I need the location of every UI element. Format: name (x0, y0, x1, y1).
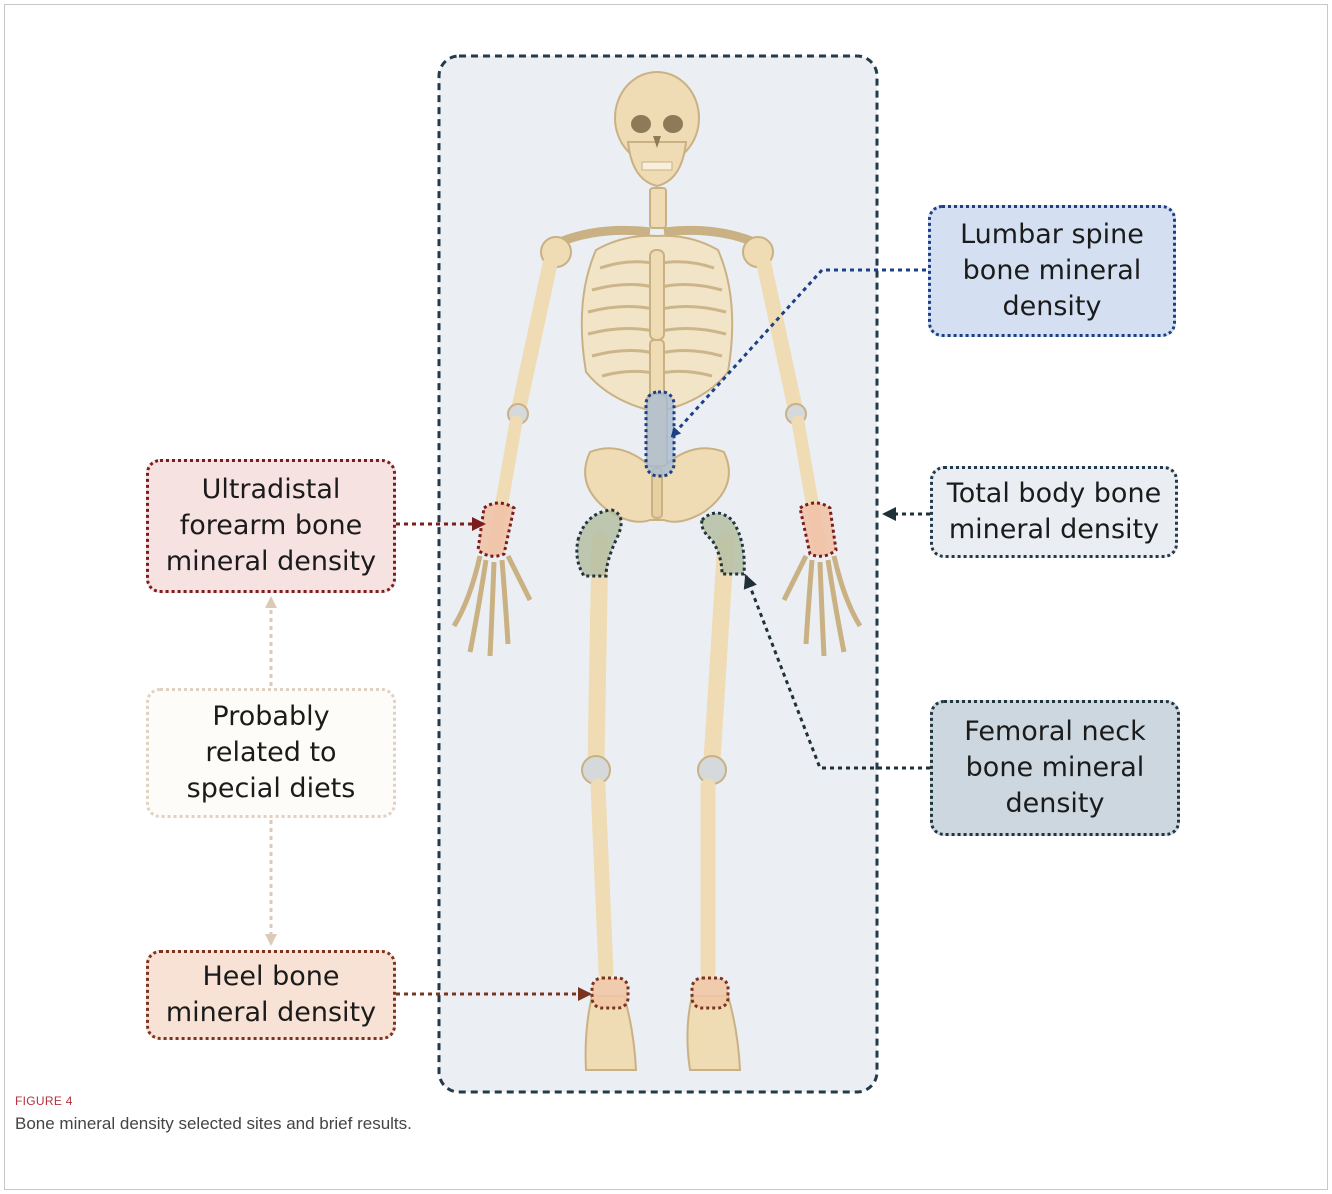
lumbar-site-marker (646, 392, 674, 476)
special-diets-label: Probably related to special diets (146, 688, 396, 818)
femoral-neck-text: Femoral neck bone mineral density (964, 714, 1145, 822)
forearm-label: Ultradistal forearm bone mineral density (146, 459, 396, 593)
heel-left-marker (592, 978, 628, 1008)
heel-text: Heel bone mineral density (166, 959, 376, 1031)
heel-label: Heel bone mineral density (146, 950, 396, 1040)
figure-number: FIGURE 4 (15, 1094, 1215, 1108)
heel-right-marker (692, 978, 728, 1008)
forearm-text: Ultradistal forearm bone mineral density (166, 472, 376, 580)
special-diets-text: Probably related to special diets (187, 699, 356, 807)
total-body-text: Total body bone mineral density (947, 476, 1161, 548)
lumbar-spine-label: Lumbar spine bone mineral density (928, 205, 1176, 337)
lumbar-spine-text: Lumbar spine bone mineral density (960, 217, 1144, 325)
cervical-spine (650, 188, 666, 228)
femoral-neck-label: Femoral neck bone mineral density (930, 700, 1180, 836)
sternum (650, 250, 664, 340)
figure-caption: Bone mineral density selected sites and … (15, 1114, 1215, 1134)
tibia-left (598, 786, 606, 972)
total-body-label: Total body bone mineral density (930, 466, 1178, 558)
figure-caption-area: FIGURE 4 Bone mineral density selected s… (15, 1094, 1215, 1134)
thoracic-spine (650, 340, 664, 400)
